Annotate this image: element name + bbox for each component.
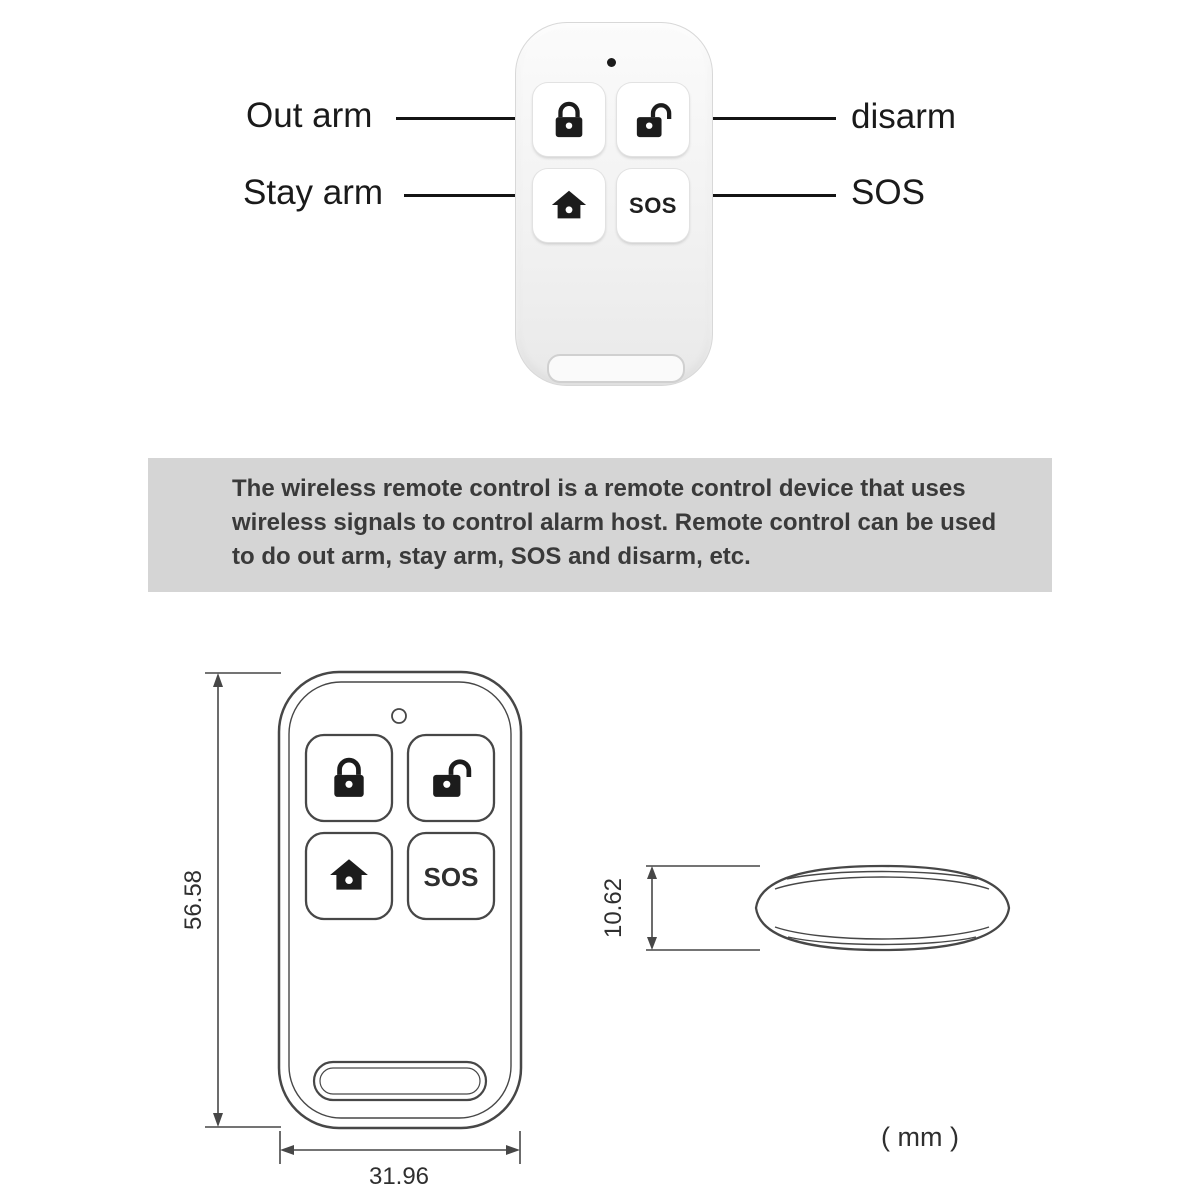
height-dimension: 56.58 <box>180 672 281 1128</box>
thickness-dimension: 10.62 <box>600 865 760 951</box>
disarm-button <box>617 83 689 156</box>
lanyard-slot-inner <box>319 1067 481 1095</box>
lanyard-slot <box>547 354 685 383</box>
front-view-outer-outline <box>277 670 523 1130</box>
front-view-inner-outline <box>288 681 512 1119</box>
front-sos-label: SOS <box>424 862 479 892</box>
home-icon <box>551 190 587 218</box>
thickness-dimension-label: 10.62 <box>600 878 627 938</box>
side-view-seam-bottom-1 <box>774 926 990 940</box>
callout-out-arm: Out arm <box>246 96 373 135</box>
sos-button: SOS <box>617 169 689 242</box>
out-arm-button <box>533 83 605 156</box>
lock-icon <box>550 101 588 139</box>
lock-icon <box>334 760 363 797</box>
front-sos-button: SOS <box>406 831 496 921</box>
remote-control-photo: SOS <box>515 22 713 386</box>
home-icon <box>330 859 368 890</box>
callout-sos: SOS <box>851 173 925 212</box>
callout-line-sos <box>687 194 836 197</box>
description-box: The wireless remote control is a remote … <box>148 458 1052 592</box>
callout-stay-arm: Stay arm <box>243 173 384 212</box>
lanyard-slot-drawing <box>312 1060 488 1102</box>
height-dimension-label: 56.58 <box>180 870 207 930</box>
sos-button-label: SOS <box>629 192 677 218</box>
callout-line-out-arm <box>396 117 523 120</box>
front-home-button <box>304 831 394 921</box>
unlock-icon <box>433 762 469 797</box>
callout-line-stay-arm <box>404 194 523 197</box>
led-indicator-drawing <box>391 708 407 724</box>
side-view <box>754 864 1011 952</box>
description-line-3: to do out arm, stay arm, SOS and disarm,… <box>232 543 751 570</box>
description-line-2: wireless signals to control alarm host. … <box>232 509 997 536</box>
side-view-seam-bottom-2 <box>787 936 977 946</box>
stay-arm-button <box>533 169 605 242</box>
dimension-drawing: SOS 56.58 31.96 <box>180 670 1011 1190</box>
side-view-seam-top-2 <box>774 876 990 890</box>
callout-line-disarm <box>687 117 836 120</box>
width-dimension: 31.96 <box>279 1131 521 1190</box>
width-dimension-label: 31.96 <box>369 1163 429 1190</box>
front-unlock-button <box>406 733 496 823</box>
side-view-outline <box>754 864 1011 952</box>
front-view: SOS <box>277 670 523 1130</box>
unit-label: ( mm ) <box>881 1122 959 1152</box>
front-lock-button <box>304 733 394 823</box>
description-line-1: The wireless remote control is a remote … <box>232 475 966 502</box>
callout-disarm: disarm <box>851 97 957 136</box>
led-indicator <box>607 58 616 67</box>
side-view-seam-top-1 <box>786 870 978 880</box>
unlock-icon <box>634 101 672 139</box>
